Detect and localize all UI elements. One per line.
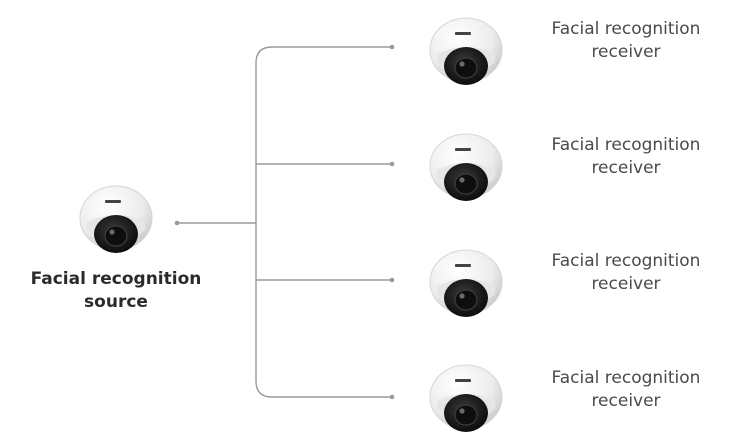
receiver-label: Facial recognition receiver: [551, 368, 701, 411]
dome-camera-icon: [79, 185, 153, 253]
receiver-camera: [427, 357, 505, 437]
connector-dot: [389, 394, 395, 400]
receiver-label: Facial recognition receiver: [551, 135, 701, 178]
connector-dot: [174, 220, 180, 226]
source-camera: [77, 178, 155, 258]
connector-dot: [389, 277, 395, 283]
receiver-camera: [427, 10, 505, 90]
trunk-connector: [255, 46, 392, 398]
dome-camera-icon: [429, 17, 503, 85]
dome-camera-icon: [429, 364, 503, 432]
dome-camera-icon: [429, 133, 503, 201]
source-label: Facial recognition source: [30, 269, 202, 312]
dome-camera-icon: [429, 249, 503, 317]
connector-dot: [389, 161, 395, 167]
receiver-camera: [427, 126, 505, 206]
receiver-label: Facial recognition receiver: [551, 251, 701, 294]
receiver-label: Facial recognition receiver: [551, 19, 701, 62]
connector-dot: [389, 44, 395, 50]
receiver-camera: [427, 242, 505, 322]
